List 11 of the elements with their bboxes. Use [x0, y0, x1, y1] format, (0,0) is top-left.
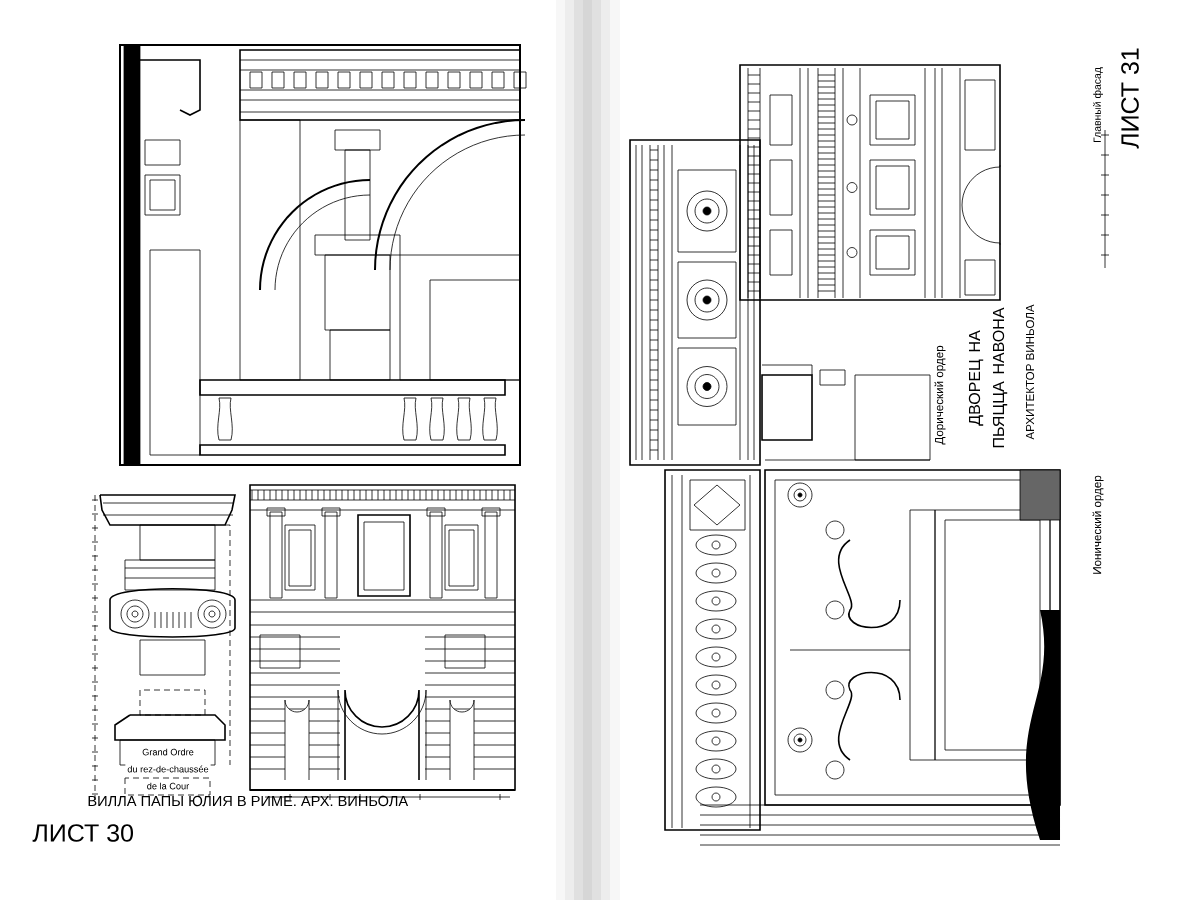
drawing-title: ДВОРЕЦ НА ПЬЯЦЦА НАВОНА: [968, 307, 1008, 448]
drawing-label: Дорический ордер: [934, 345, 946, 445]
drawing-label: Grand Ordre: [140, 746, 196, 758]
caption: ВИЛЛА ПАПЫ ЮЛИЯ В РИМЕ. АРХ. ВИНЬОЛА: [88, 795, 409, 807]
drawing-label: Ионический ордер: [1092, 475, 1104, 574]
page-number: ЛИСТ 30: [32, 824, 133, 842]
drawing-label: du rez-de-chaussée: [125, 763, 211, 775]
drawing-label: de la Cour: [144, 780, 192, 792]
drawing-subtitle: АРХИТЕКТОР ВИНЬОЛА: [1025, 304, 1035, 440]
drawing-label: Главный фасад: [1093, 67, 1103, 142]
page-number: ЛИСТ 31: [1121, 48, 1139, 149]
